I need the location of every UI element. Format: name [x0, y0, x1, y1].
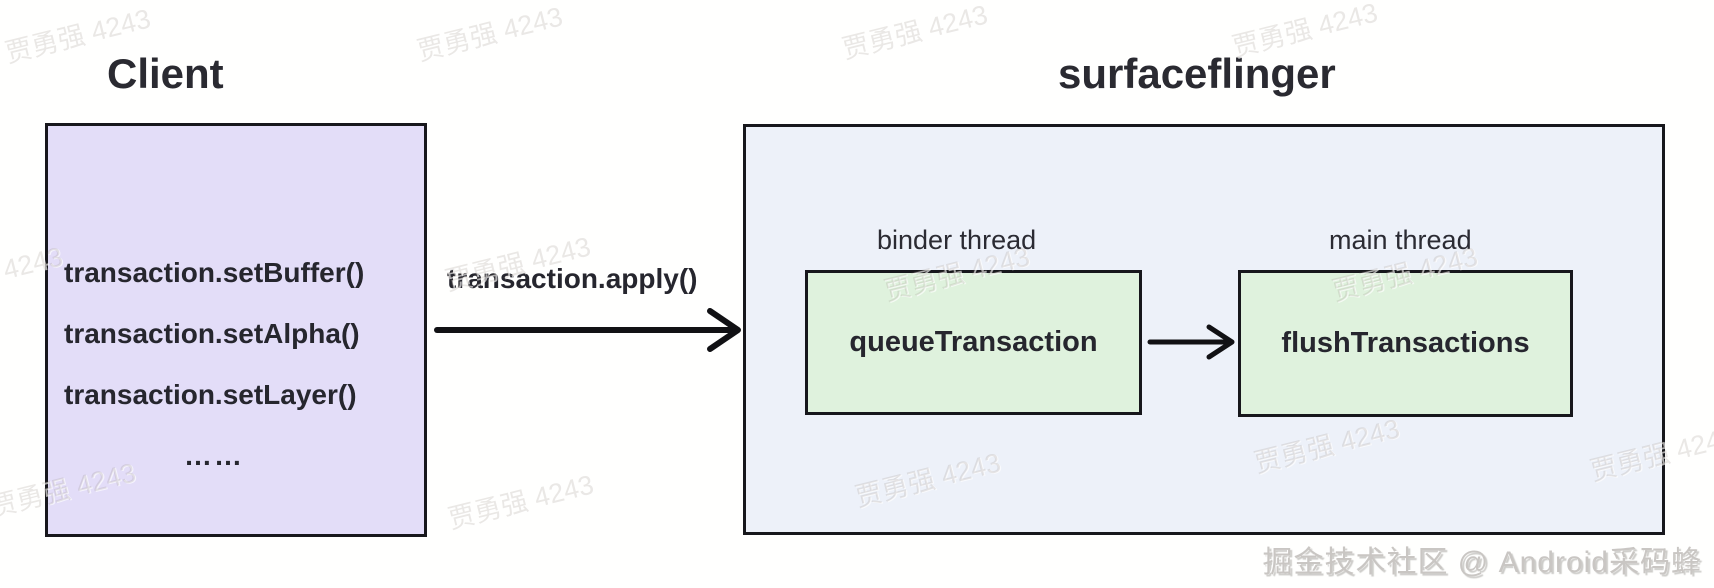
- client-method-ellipsis: ……: [184, 440, 244, 471]
- client-method-item: transaction.setBuffer(): [64, 257, 365, 288]
- client-title: Client: [107, 50, 224, 97]
- credit-watermark: 掘金技术社区 @ Android采码蜂: [1262, 546, 1702, 579]
- flush-transactions-label: flushTransactions: [1281, 327, 1530, 359]
- client-box: transaction.setBuffer() transaction.setA…: [45, 123, 427, 537]
- watermark: 贾勇强 4243: [414, 1, 566, 67]
- queue-transaction-box: queueTransaction: [805, 270, 1142, 415]
- binder-thread-label: binder thread: [877, 225, 1037, 255]
- flush-transactions-box: flushTransactions: [1238, 270, 1573, 417]
- surfaceflinger-title: surfaceflinger: [1058, 50, 1336, 97]
- watermark: 贾勇强 4243: [445, 469, 597, 535]
- main-thread-label: main thread: [1329, 225, 1472, 255]
- transaction-apply-label: transaction.apply(): [447, 263, 698, 294]
- client-method-item: transaction.setLayer(): [64, 379, 357, 410]
- queue-transaction-label: queueTransaction: [849, 326, 1098, 358]
- client-method-item: transaction.setAlpha(): [64, 318, 360, 349]
- watermark: 贾勇强 4243: [839, 0, 991, 65]
- client-method-list: transaction.setBuffer() transaction.setA…: [64, 256, 364, 473]
- apply-arrow: [434, 308, 741, 352]
